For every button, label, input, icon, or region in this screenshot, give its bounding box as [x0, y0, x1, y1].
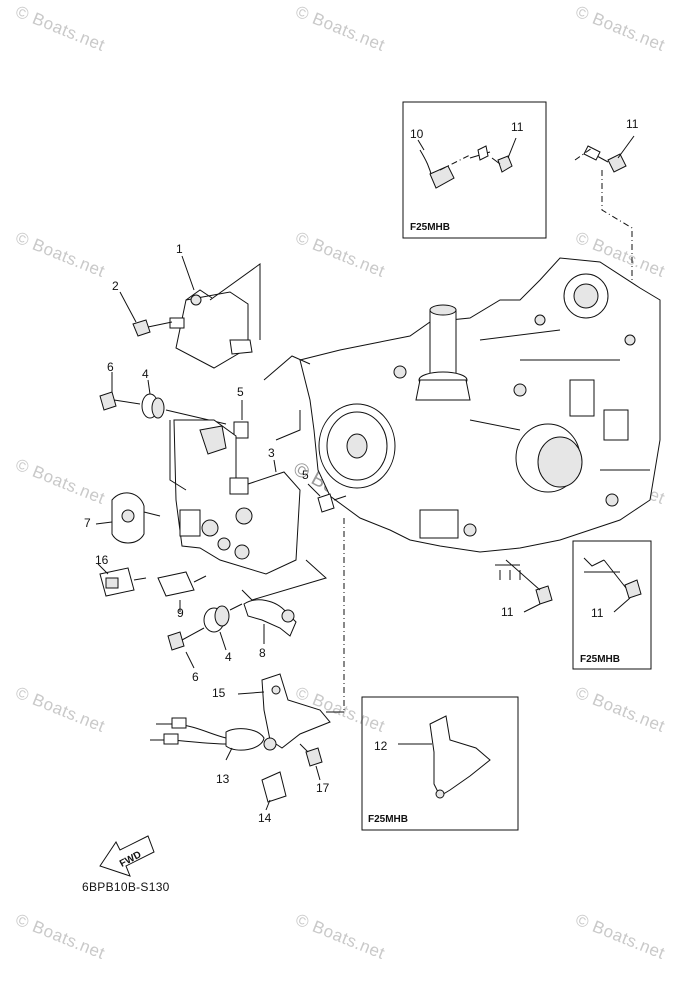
bracket-3 — [173, 419, 301, 575]
cover-14 — [261, 771, 287, 803]
callout-16: 16 — [95, 553, 109, 567]
callout-11-topright: 11 — [626, 117, 639, 131]
callout-11-bottom: 11 — [501, 605, 514, 619]
callout-17: 17 — [316, 781, 330, 795]
inset-box-bottom — [361, 696, 519, 831]
callout-7: 7 — [84, 516, 91, 530]
holder-9 — [157, 571, 195, 597]
callout-6-lower: 6 — [192, 670, 199, 684]
inset-box-right — [572, 540, 652, 670]
bracket-12 — [429, 715, 491, 797]
bolt-11-topright — [607, 153, 627, 173]
engine-block — [299, 257, 661, 553]
callout-10: 10 — [410, 127, 424, 141]
callout-13: 13 — [216, 772, 230, 786]
bolt-11-top — [497, 155, 513, 173]
callout-5-lower: 5 — [302, 468, 309, 482]
bolt-17 — [305, 747, 323, 767]
bolt-6-lower — [167, 631, 185, 651]
ignition-coil-1 — [169, 289, 253, 369]
bolt-2 — [132, 319, 151, 337]
collar-5-upper — [233, 421, 249, 439]
callout-14: 14 — [258, 811, 272, 825]
callout-5-upper: 5 — [237, 385, 244, 399]
bolt-11-inset — [624, 579, 642, 599]
collar-5-lower — [317, 493, 335, 513]
callout-8: 8 — [259, 646, 266, 660]
inset-label-top: F25MHB — [410, 222, 451, 233]
diagram-code: 6BPB10B-S130 — [82, 880, 170, 894]
callout-2: 2 — [112, 279, 119, 293]
callout-11-top: 11 — [511, 120, 524, 134]
switch-13 — [225, 728, 265, 751]
bracket-15 — [261, 673, 331, 749]
inset-label-bottom: F25MHB — [368, 814, 409, 825]
forward-arrow-icon — [99, 835, 155, 877]
inset-label-right: F25MHB — [580, 654, 621, 665]
callout-4-upper: 4 — [142, 367, 149, 381]
bolt-11-bottom — [535, 585, 553, 605]
callout-1: 1 — [176, 242, 183, 256]
inset-box-top — [402, 101, 547, 239]
callout-6-upper: 6 — [107, 360, 114, 374]
bolt-6-upper — [99, 391, 117, 411]
callout-4-lower: 4 — [225, 650, 232, 664]
callout-12: 12 — [374, 739, 388, 753]
bracket-8 — [243, 599, 297, 637]
callout-11-inset: 11 — [591, 606, 604, 620]
callout-15: 15 — [212, 686, 226, 700]
callout-3: 3 — [268, 446, 275, 460]
callout-9: 9 — [177, 606, 184, 620]
